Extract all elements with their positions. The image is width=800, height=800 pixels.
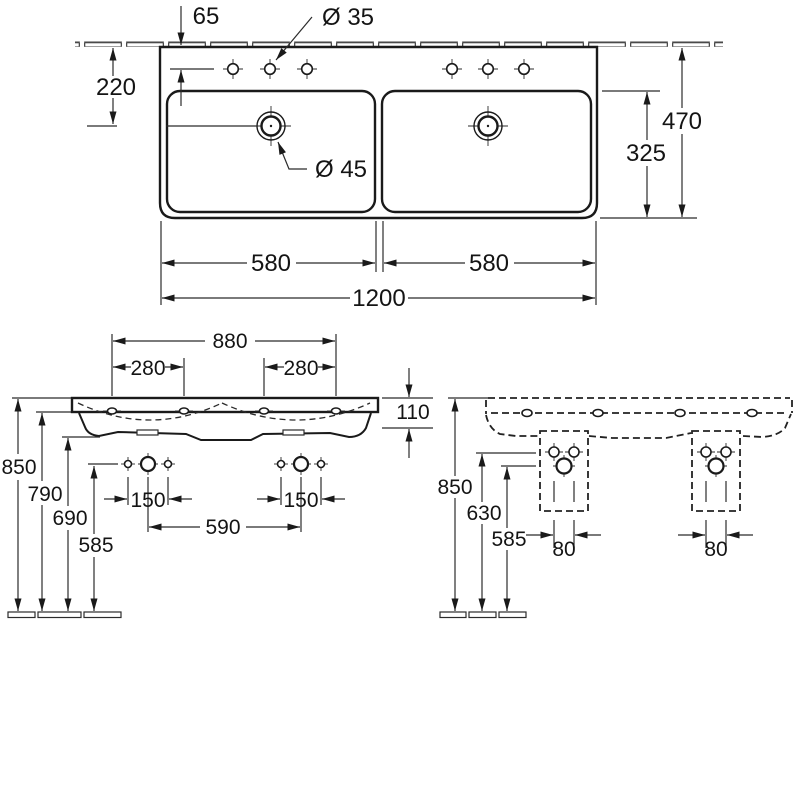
left-bowl <box>165 89 377 214</box>
tap-hole <box>297 59 317 79</box>
hidden-underside-outline <box>485 413 792 439</box>
dimension-lines <box>109 6 686 302</box>
trap-holes-right <box>697 443 735 502</box>
drain-hole <box>468 106 508 146</box>
dimension-lines <box>451 399 753 611</box>
dim-height-rim-label: 850 <box>1 456 36 479</box>
extension-lines <box>87 68 697 305</box>
hidden-bowl-curve-left <box>77 402 223 421</box>
dim-drain-dia-label: Ø 45 <box>315 156 367 183</box>
drain-hole <box>251 106 291 146</box>
hidden-bowl-curve-right <box>221 402 371 421</box>
dim-height-fixing-holes-label: 585 <box>78 534 113 557</box>
dim-fixing-spacing-right-label: 150 <box>283 489 318 512</box>
dim-outlet-width-right-label: 80 <box>704 538 727 561</box>
wall-section-line <box>75 41 723 47</box>
dim-total-depth-label: 470 <box>662 108 702 135</box>
front-underside-outline <box>78 412 372 441</box>
extension-lines <box>448 397 727 548</box>
dim-bowl-width-right-label: 580 <box>469 250 509 277</box>
fixing-holes-left <box>121 453 175 475</box>
tap-hole <box>223 59 243 79</box>
dim-height-drain-label: 585 <box>491 528 526 551</box>
dim-total-width-label: 1200 <box>352 285 405 312</box>
dim-tap-spacing-left-label: 280 <box>130 357 165 380</box>
right-bowl <box>380 89 593 214</box>
dim-fixing-spacing-left-label: 150 <box>130 489 165 512</box>
hidden-tap-holes <box>521 408 758 418</box>
dim-bowl-width-left-label: 580 <box>251 250 291 277</box>
hidden-rim-outline <box>485 397 793 414</box>
tap-holes <box>223 59 534 79</box>
mounting-tab <box>282 429 305 436</box>
hidden-trap-box-right <box>691 430 741 512</box>
dim-tap-span-label: 880 <box>212 330 247 353</box>
floor-line <box>7 611 122 619</box>
dim-drain-spacing-label: 590 <box>205 516 240 539</box>
dim-height-rim-label: 850 <box>437 476 472 499</box>
tap-hole <box>514 59 534 79</box>
dim-height-body-underside-label: 690 <box>52 507 87 530</box>
trap-holes-left <box>545 443 583 502</box>
dim-outlet-width-left-label: 80 <box>552 538 575 561</box>
fixing-holes-right <box>274 453 328 475</box>
dim-drain-offset-label: 220 <box>96 74 136 101</box>
dim-height-rim-underside-label: 790 <box>27 483 62 506</box>
front-view: 880 280 280 110 850 790 690 585 150 150 … <box>1 330 433 619</box>
front-tap-holes <box>103 407 345 415</box>
tap-hole <box>260 59 280 79</box>
dim-tap-hole-dia-label: Ø 35 <box>322 4 374 31</box>
dim-tap-offset-label: 65 <box>193 3 220 30</box>
plan-view: 65 Ø 35 220 Ø 45 470 325 580 580 1200 <box>75 3 723 312</box>
extension-lines <box>12 334 433 532</box>
tap-hole <box>478 59 498 79</box>
dim-tap-spacing-right-label: 280 <box>283 357 318 380</box>
side-view: 850 630 585 80 80 <box>437 397 793 619</box>
floor-line <box>439 611 527 619</box>
dim-bowl-depth-label: 325 <box>626 140 666 167</box>
dim-height-fixing-holes-label: 630 <box>466 502 501 525</box>
dimension-lines <box>14 337 413 611</box>
tap-hole <box>442 59 462 79</box>
hidden-trap-box-left <box>539 430 589 512</box>
mounting-tab <box>136 429 159 436</box>
dim-edge-height-label: 110 <box>396 401 429 424</box>
